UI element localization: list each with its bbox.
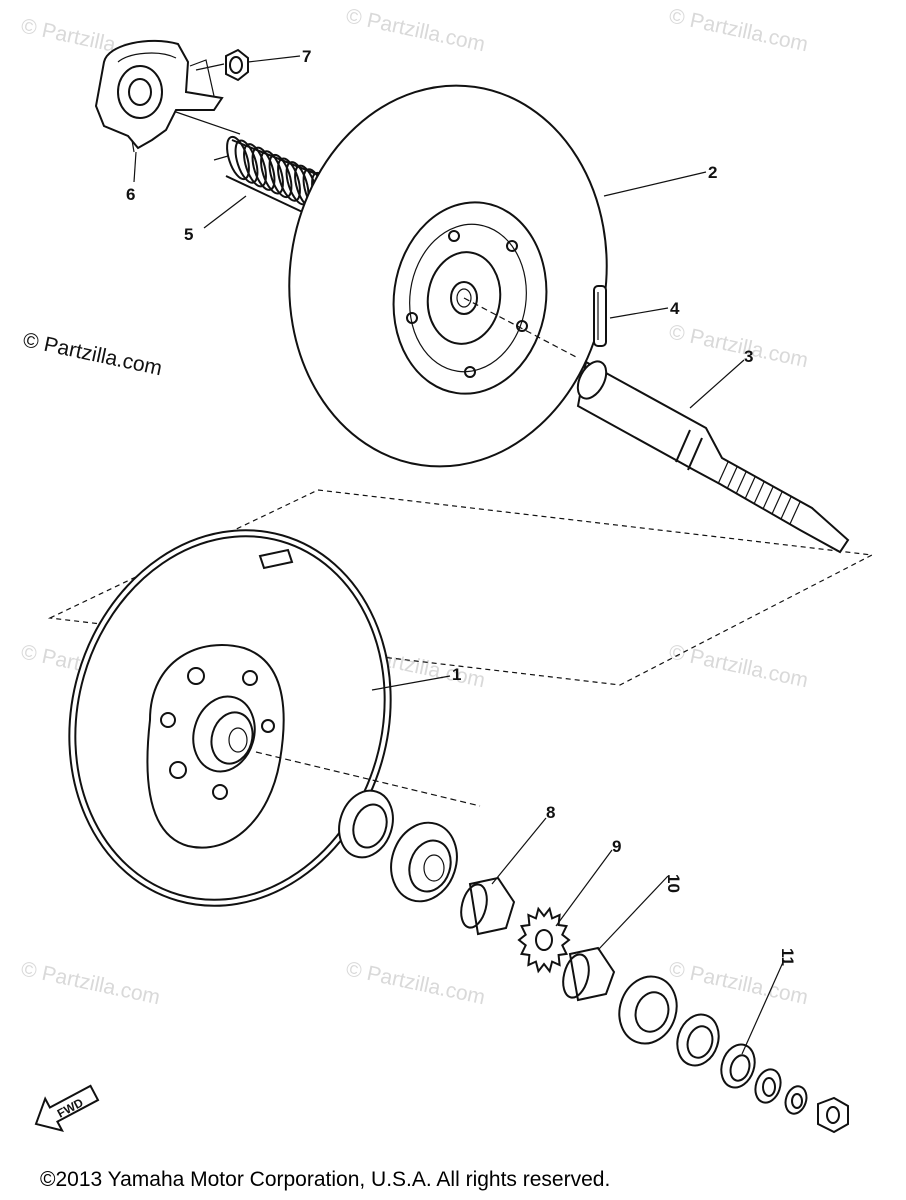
part-washer-small	[754, 1068, 808, 1115]
watermark: © Partzilla.com	[344, 957, 487, 1009]
callout-11: 11	[778, 948, 797, 966]
fwd-arrow: FWD	[34, 1084, 100, 1132]
part-4-pin	[593, 285, 607, 347]
part-bearing-upper	[390, 821, 458, 903]
shaft-spline	[744, 476, 756, 500]
callout-5: 5	[184, 225, 193, 244]
shaft-spline	[753, 481, 765, 505]
part-6-cam-bracket	[94, 39, 224, 153]
part-nut	[817, 1096, 849, 1134]
shaft-spline	[780, 496, 792, 520]
watermark: © Partzilla.com	[667, 4, 810, 56]
callout-6: 6	[126, 185, 135, 204]
part-bearing-lower	[618, 975, 678, 1045]
partzilla-credit: © Partzilla.com	[21, 328, 164, 380]
part-11-washer	[720, 1043, 756, 1089]
shaft-spline	[717, 461, 729, 485]
callout-7: 7	[302, 47, 311, 66]
shaft-spline	[789, 501, 801, 525]
part-10-collar	[562, 946, 616, 1002]
leader-lines	[133, 55, 785, 1055]
shaft-spline	[735, 471, 747, 495]
callout-10: 10	[664, 874, 683, 893]
part-seal-lower	[676, 1013, 720, 1067]
part-2-sliding-sheave	[288, 84, 608, 468]
part-7-bolt	[195, 48, 249, 82]
callout-1: 1	[452, 665, 461, 684]
callout-2: 2	[708, 163, 717, 182]
callout-9: 9	[612, 837, 621, 856]
watermark: © Partzilla.com	[667, 640, 810, 692]
shaft-spline	[762, 486, 774, 510]
part-seal	[338, 789, 394, 859]
leader-line	[175, 111, 241, 135]
callout-4: 4	[670, 299, 680, 318]
watermark: © Partzilla.com	[19, 957, 162, 1009]
part-8-collar	[460, 876, 516, 936]
shaft-spline	[726, 466, 738, 490]
callout-3: 3	[744, 347, 753, 366]
shaft-spline	[771, 491, 783, 515]
part-3-shaft	[463, 297, 850, 554]
part-1-fixed-sheave	[68, 529, 481, 907]
callout-8: 8	[546, 803, 555, 822]
copyright-footer: ©2013 Yamaha Motor Corporation, U.S.A. A…	[40, 1168, 610, 1191]
watermark: © Partzilla.com	[344, 4, 487, 56]
